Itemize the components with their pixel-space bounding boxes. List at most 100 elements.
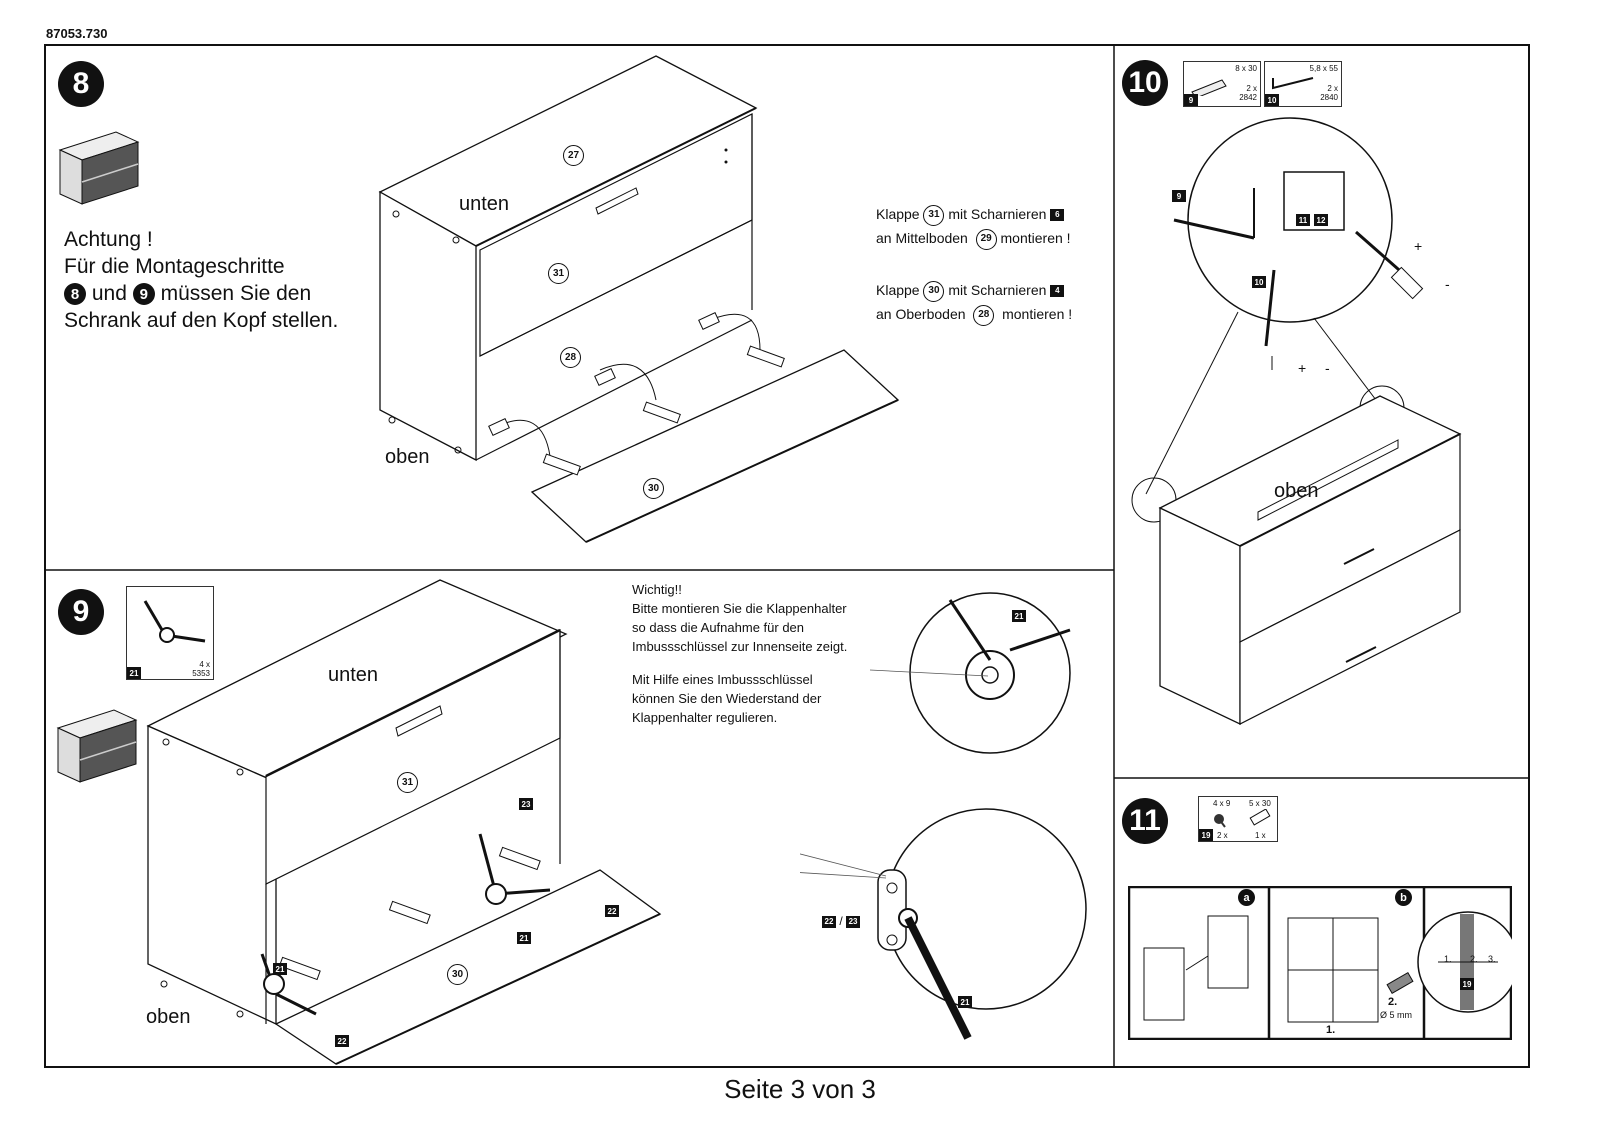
hw9-id: 9 [1184,94,1198,106]
marker-23: 23 [519,798,533,810]
label-unten-9: unten [328,664,379,686]
note1-part-29: 29 [975,228,997,250]
note2-text-d: montieren ! [1002,305,1073,322]
note2-part-30: 30 [923,280,945,302]
detail-marker-23: 23 [846,915,861,928]
marker-22-b: 22 [335,1035,349,1047]
hw19-size-1: 4 x 9 [1213,799,1231,808]
note-line-7: können Sie den Wiederstand der [632,691,822,706]
note1-text-d: montieren ! [1000,229,1071,246]
hw10-code: 2840 [1320,93,1338,102]
document-number: 87053.730 [46,26,108,41]
step-9-note: Wichtig!! Bitte montieren Sie die Klappe… [632,580,847,727]
step-8-cabinet-drawing [378,55,900,543]
cabinet-thumbnail-icon [58,131,140,205]
step-8-warning: Achtung ! Für die Montageschritte 8 und … [64,226,338,334]
note1-part-31: 31 [923,204,945,226]
detail-marker-21: 21 [1012,610,1026,622]
step-9-detail-drawings [800,592,1087,1040]
plus-sign-1: + [1414,238,1423,254]
sub-step-a: a [1238,889,1255,906]
part-31: 31 [548,263,569,284]
b-step-2: 2. [1470,954,1478,964]
hardware-box-19: 4 x 9 5 x 30 19 2 x 1 x [1198,796,1278,842]
hw19-id: 19 [1199,829,1213,841]
warning-line-4: Schrank auf den Kopf stellen. [64,309,339,332]
detail-marker-21-b: 21 [958,996,972,1008]
b-step-1: 1. [1444,954,1452,964]
note2-text: Klappe [876,282,920,298]
hardware-box-9: 8 x 30 2 x 2842 9 [1183,61,1261,107]
note-line-8: Klappenhalter regulieren. [632,710,778,725]
step-10-drawing [1131,117,1462,726]
plus-sign-2: + [1298,360,1307,376]
cabinet-thumbnail-icon-2 [56,709,138,783]
warning-and: und [91,282,127,305]
hw19-size-2: 5 x 30 [1249,799,1271,808]
hw10-qty: 2 x [1327,84,1338,93]
step-ref-9: 9 [132,283,155,306]
marker-9: 9 [1172,190,1186,202]
step-1-label: 1. [1326,1024,1336,1036]
note-line-3: so dass die Aufnahme für den [632,620,805,635]
hw9-size: 8 x 30 [1235,64,1257,73]
label-oben-10: oben [1274,480,1319,502]
drill-step: 2. [1388,996,1398,1008]
screw-icon [1272,77,1314,90]
note1-hinge-marker: 6 [1050,209,1065,222]
part-27: 27 [563,145,584,166]
step-11-number: 11 [1122,798,1168,844]
screw-plug-icon [1214,809,1271,828]
hw19-qty-2: 1 x [1255,831,1266,840]
note-line-2: Bitte montieren Sie die Klappenhalter [632,601,847,616]
part-28: 28 [560,347,581,368]
marker-11: 11 [1296,214,1310,226]
marker-10: 10 [1252,276,1266,288]
step-8-note-2: Klappe 30 mit Scharnieren 4 an Oberboden… [876,280,1072,326]
marker-12: 12 [1314,214,1328,226]
warning-text: müssen Sie den [160,282,312,305]
marker-21: 21 [517,932,531,944]
hw9-qty: 2 x [1246,84,1257,93]
warning-line-1: Achtung ! [64,228,153,251]
label-oben: oben [385,446,430,468]
hw10-size: 5,8 x 55 [1309,64,1338,73]
note2-part-28: 28 [973,304,995,326]
step-11-drawing [1128,886,1512,1040]
detail-marker-22: 22 [822,915,836,928]
note2-text-b: mit Scharnieren [948,282,1047,298]
note2-text-c: an Oberboden [876,305,966,322]
note1-text-c: an Mittelboden [876,229,968,246]
note-line-6: Mit Hilfe eines Imbussschlüssel [632,672,813,687]
label-unten: unten [459,193,510,215]
b-step-3: 3. [1488,954,1496,964]
detail-marker-22-23: 22 / 23 [822,914,861,928]
dowel-icon [1191,79,1227,96]
step-8-number: 8 [58,61,104,107]
step-10-number: 10 [1122,60,1168,106]
marker-21-b: 21 [273,963,287,975]
hardware-id-21: 21 [127,667,141,679]
minus-sign-1: - [1445,276,1450,292]
note2-hinge-marker: 4 [1050,285,1065,298]
part-30: 30 [643,478,664,499]
step-ref-8: 8 [64,283,86,306]
label-oben-9: oben [146,1006,191,1028]
hw9-code: 2842 [1239,93,1257,102]
b-marker-19: 19 [1460,978,1474,990]
lid-stay-icon [143,600,206,643]
instruction-frame [44,44,1530,1068]
warning-line-3: 8 und 9 müssen Sie den [64,280,338,307]
sub-step-b: b [1395,889,1412,906]
hardware-qty: 4 x [199,660,210,669]
note1-text-b: mit Scharnieren [948,206,1047,222]
warning-line-2: Für die Montageschritte [64,255,285,278]
drill-size: Ø 5 mm [1380,1010,1413,1020]
step-8-note-1: Klappe 31 mit Scharnieren 6 an Mittelbod… [876,204,1071,250]
marker-22: 22 [605,905,619,917]
page-footer: Seite 3 von 3 [724,1074,876,1104]
hardware-code: 5353 [192,669,210,678]
note-line-4: Imbussschlüssel zur Innenseite zeigt. [632,639,848,654]
step-9-cabinet-drawing [146,579,662,1065]
